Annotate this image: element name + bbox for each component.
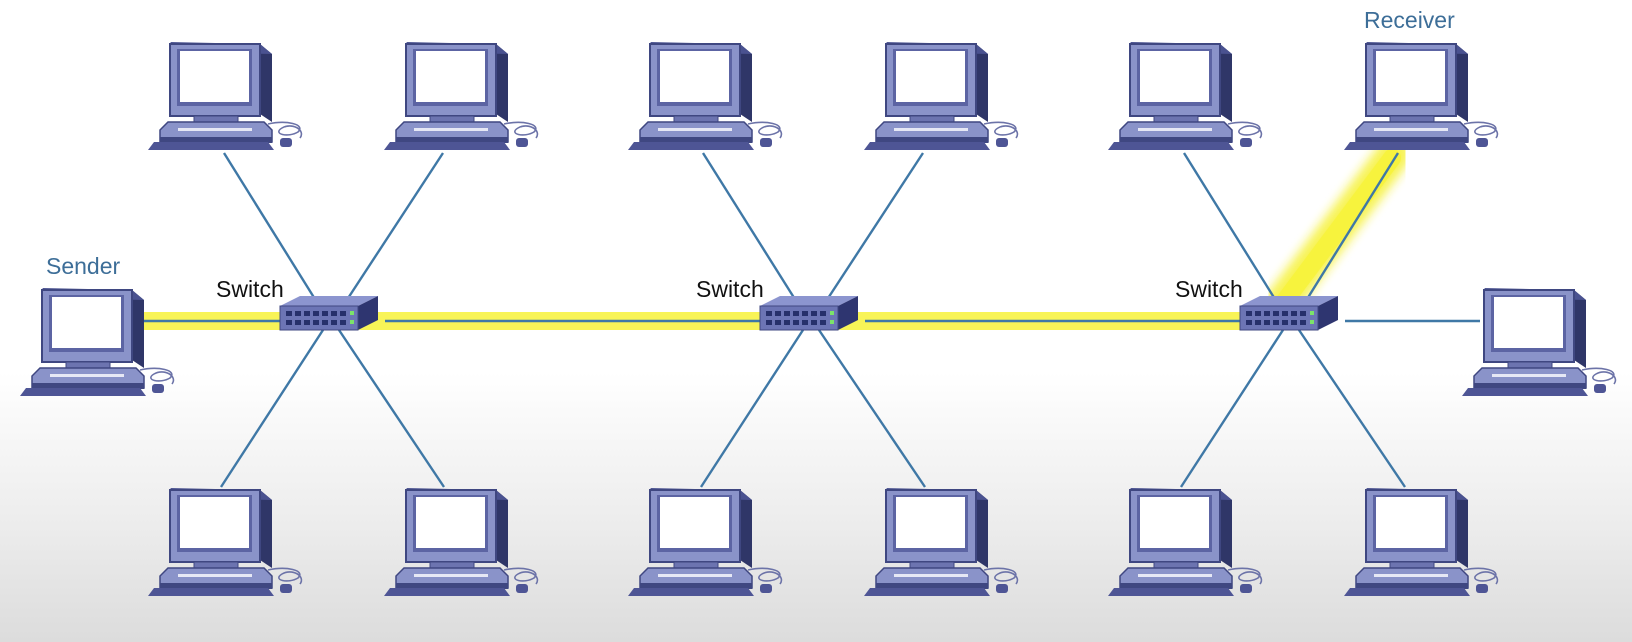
link-switch-2-host-tl [701,152,805,313]
link-switch-1-host-tl [222,152,325,313]
host-6-1-icon [1107,487,1263,597]
sender-label: Sender [46,253,121,279]
link-switch-2-host-tr [817,152,925,313]
link-switch-3-host-tl [1182,152,1285,313]
switch-middle-icon [759,295,859,331]
receiver-label: Receiver [1364,7,1455,33]
host-6-2-icon [1343,487,1499,597]
host-3-1-icon [1107,41,1263,151]
link-switch-2-host-bl [699,329,805,488]
host-1-1-icon [147,41,303,151]
link-switch-1-host-br [338,329,445,488]
host-4-1-icon [147,487,303,597]
link-switch-3-receiver [1297,152,1400,313]
receiver-computer-icon [1343,41,1499,151]
link-switch-2-host-br [818,329,926,488]
link-switch-3-host-bl [1179,329,1285,488]
host-2-1-icon [627,41,783,151]
switch-left-icon [279,295,379,331]
host-right-icon [1461,287,1617,397]
link-switch-1-host-bl [219,329,325,488]
host-4-2-icon [383,487,539,597]
host-5-2-icon [863,487,1019,597]
host-2-2-icon [863,41,1019,151]
link-switch-3-host-br [1298,329,1406,488]
host-5-1-icon [627,487,783,597]
switch-right-icon [1239,295,1339,331]
network-links [135,152,1480,488]
switch-left-label: Switch [216,276,284,302]
switch-right-label: Switch [1175,276,1243,302]
host-1-2-icon [383,41,539,151]
switch-middle-label: Switch [696,276,764,302]
link-switch-1-host-tr [337,152,445,313]
